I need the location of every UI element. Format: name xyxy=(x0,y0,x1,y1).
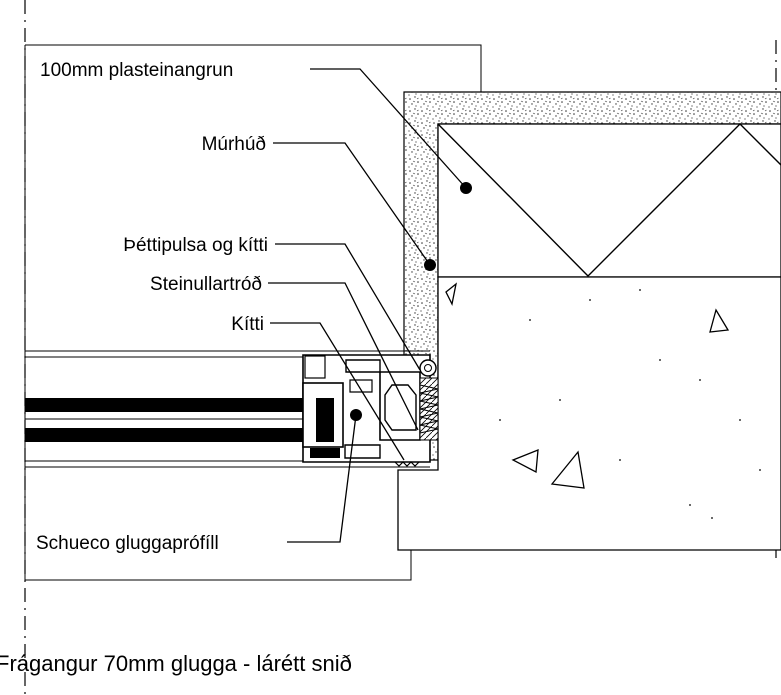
label-sealant-strip: Þéttipulsa og kítti xyxy=(123,235,268,256)
leader-dot-profile xyxy=(350,409,362,421)
leader-dot-render xyxy=(424,259,436,271)
insulation-zigzag xyxy=(437,123,781,277)
concrete-wall xyxy=(397,276,781,551)
glazing xyxy=(25,350,430,468)
leader-dot-insulation xyxy=(460,182,472,194)
label-render: Múrhúð xyxy=(202,134,266,155)
label-sealant: Kítti xyxy=(231,314,264,335)
drawing-caption: Frágangur 70mm glugga - lárétt snið xyxy=(0,651,352,676)
concrete-aggregate xyxy=(445,282,730,489)
label-mineral-wool: Steinullartróð xyxy=(150,274,262,295)
label-insulation: 100mm plasteinangrun xyxy=(40,60,233,81)
label-window-profile: Schueco gluggaprófíll xyxy=(36,533,219,554)
leader-lines xyxy=(268,68,467,543)
insulation-block xyxy=(437,123,781,278)
window-profile xyxy=(302,354,439,467)
